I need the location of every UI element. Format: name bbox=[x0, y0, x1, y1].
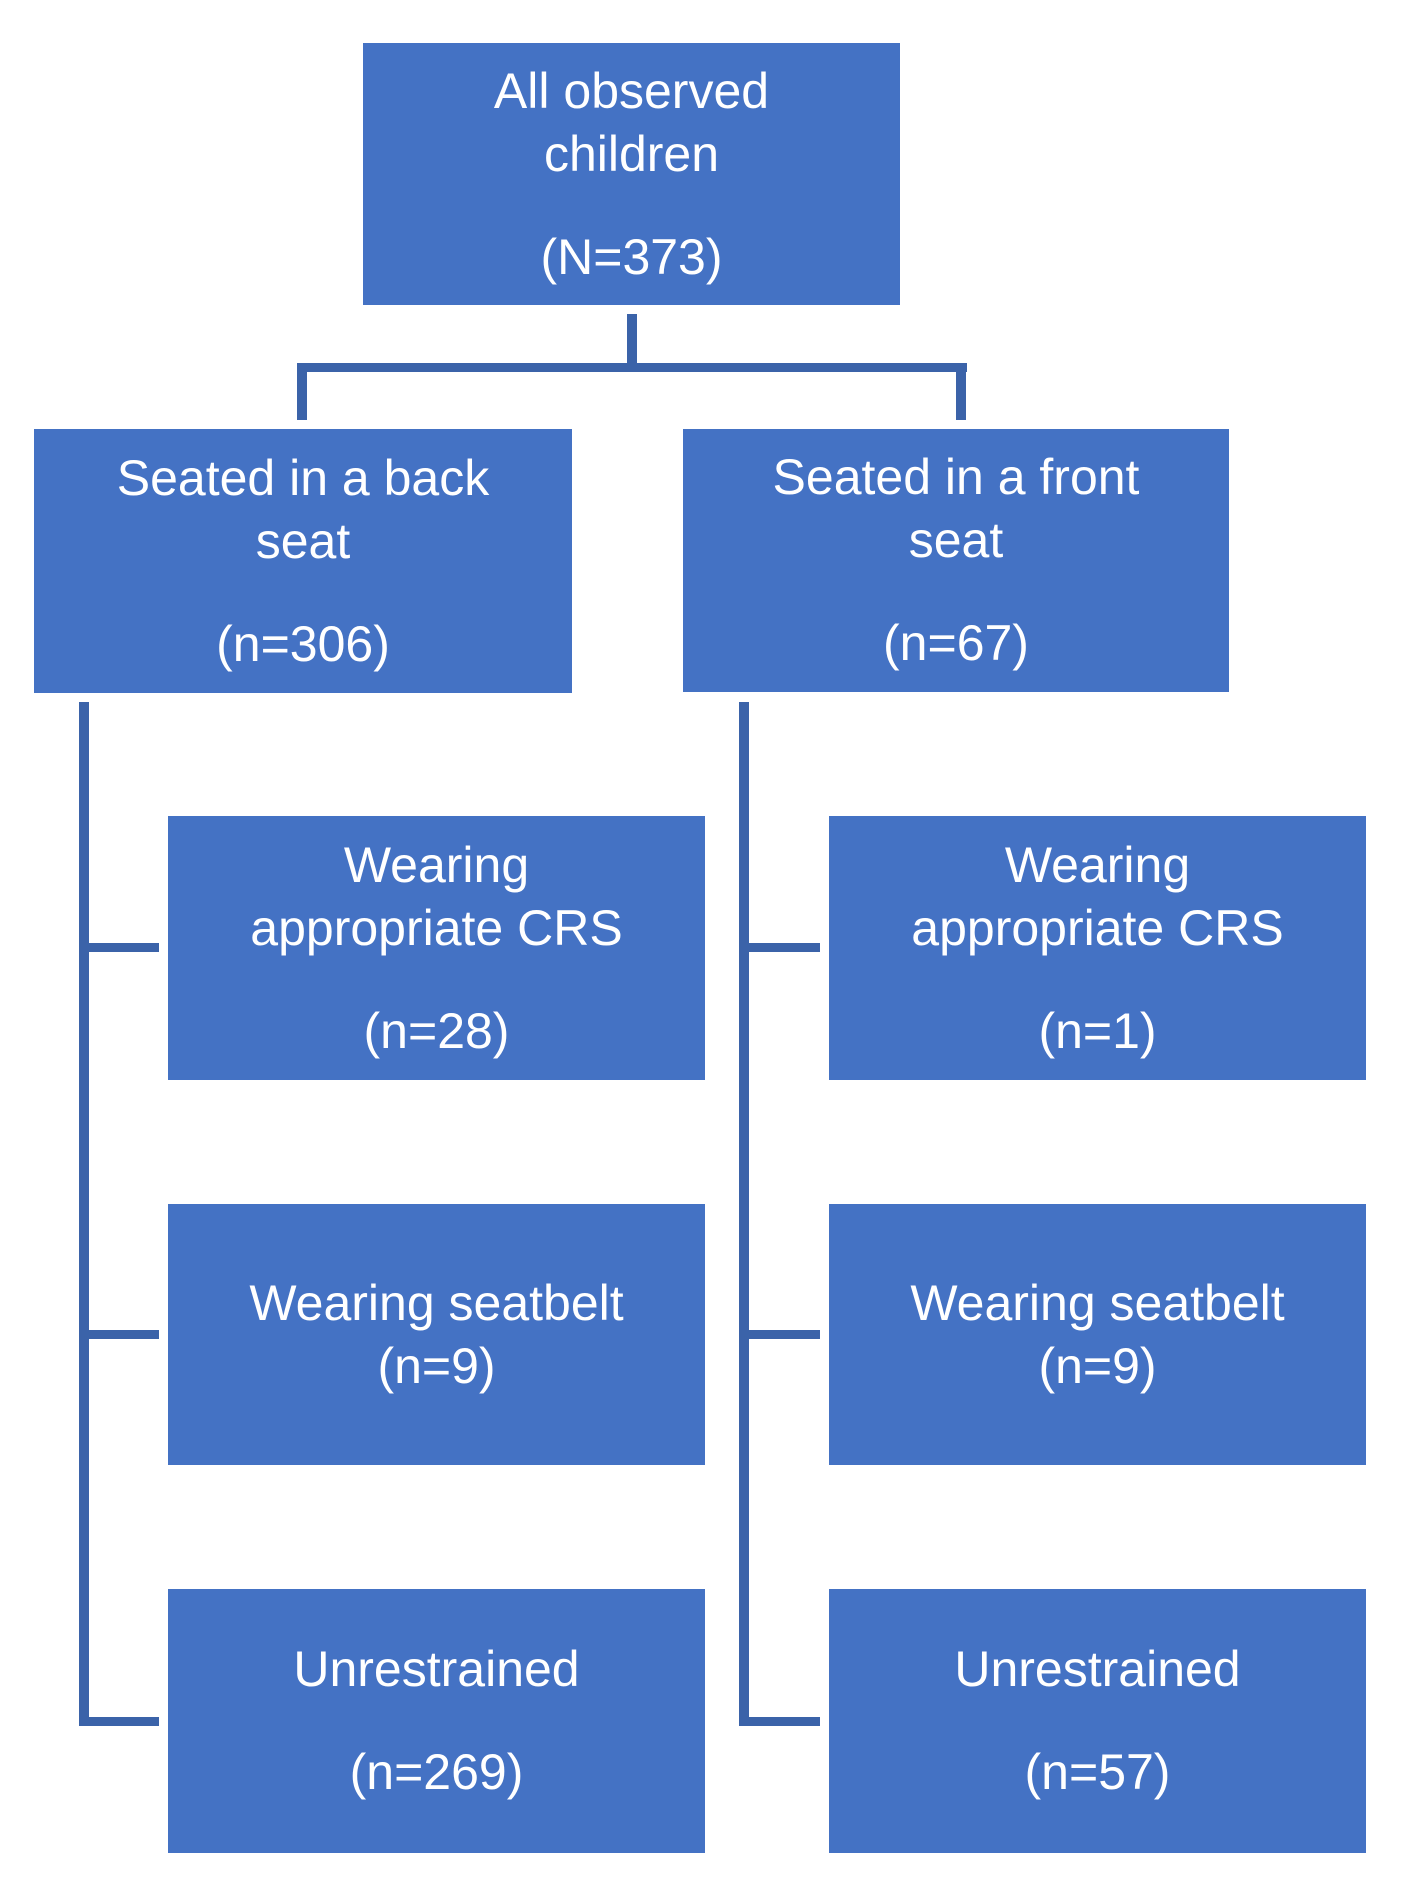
node-count: (n=269) bbox=[349, 1744, 524, 1800]
connector-back-seatbelt-stub bbox=[89, 1330, 159, 1339]
node-label-line: children bbox=[543, 125, 720, 182]
node-front-wearing-crs: Wearing appropriate CRS (n=1) bbox=[829, 816, 1366, 1080]
node-count: (n=57) bbox=[1024, 1744, 1171, 1800]
node-count: (n=67) bbox=[883, 615, 1029, 671]
node-label-line: Unrestrained bbox=[293, 1641, 580, 1697]
node-label: Unrestrained bbox=[954, 1638, 1240, 1701]
node-label-line: seat bbox=[255, 512, 351, 569]
node-label: Unrestrained bbox=[293, 1638, 579, 1701]
node-label-line: Unrestrained bbox=[954, 1641, 1241, 1697]
connector-root-vertical-stub bbox=[627, 314, 637, 364]
node-label: Wearing appropriate CRS bbox=[911, 834, 1283, 960]
node-count: (n=28) bbox=[363, 1002, 510, 1059]
node-back-wearing-seatbelt: Wearing seatbelt (n=9) bbox=[168, 1204, 705, 1465]
node-label-line: Seated in a front bbox=[772, 449, 1140, 505]
node-label-line: Wearing bbox=[1004, 836, 1191, 893]
node-label-line: seat bbox=[908, 512, 1004, 568]
connector-front-seat-drop bbox=[956, 363, 966, 420]
node-count: (n=306) bbox=[216, 615, 390, 672]
node-front-wearing-seatbelt: Wearing seatbelt (n=9) bbox=[829, 1204, 1366, 1465]
node-label: Seated in a back seat bbox=[117, 447, 490, 573]
node-front-unrestrained: Unrestrained (n=57) bbox=[829, 1589, 1366, 1853]
node-label: Wearing seatbelt bbox=[249, 1272, 623, 1335]
connector-front-crs-stub bbox=[749, 943, 820, 952]
node-count: (N=373) bbox=[540, 228, 723, 285]
node-label-line: Wearing bbox=[343, 836, 530, 893]
node-seated-front-seat: Seated in a front seat (n=67) bbox=[683, 429, 1229, 692]
connector-back-branch-vertical bbox=[79, 702, 89, 1726]
node-label: Wearing seatbelt bbox=[910, 1272, 1284, 1335]
node-label-line: appropriate CRS bbox=[250, 899, 623, 956]
node-label: All observed children bbox=[494, 60, 769, 186]
connector-root-horizontal bbox=[297, 363, 967, 372]
node-back-wearing-crs: Wearing appropriate CRS (n=28) bbox=[168, 816, 705, 1080]
node-count: (n=9) bbox=[1038, 1337, 1157, 1394]
connector-front-seatbelt-stub bbox=[749, 1330, 820, 1339]
node-label: Seated in a front seat bbox=[773, 446, 1140, 572]
node-label-line: Wearing seatbelt bbox=[910, 1274, 1285, 1331]
node-seated-back-seat: Seated in a back seat (n=306) bbox=[34, 429, 572, 693]
connector-front-unrestrained-elbow bbox=[739, 1717, 820, 1726]
node-label-line: All observed bbox=[493, 62, 770, 119]
connector-front-branch-vertical bbox=[739, 702, 749, 1726]
node-label: Wearing appropriate CRS bbox=[250, 834, 622, 960]
connector-back-seat-drop bbox=[297, 363, 307, 420]
node-label-line: Seated in a back bbox=[116, 449, 490, 506]
node-count: (n=9) bbox=[377, 1337, 496, 1394]
node-label-line: Wearing seatbelt bbox=[249, 1274, 624, 1331]
node-back-unrestrained: Unrestrained (n=269) bbox=[168, 1589, 705, 1853]
node-count: (n=1) bbox=[1038, 1002, 1157, 1059]
connector-back-crs-stub bbox=[89, 943, 159, 952]
connector-back-unrestrained-elbow bbox=[79, 1717, 159, 1726]
node-all-observed-children: All observed children (N=373) bbox=[363, 43, 900, 305]
node-label-line: appropriate CRS bbox=[911, 899, 1284, 956]
